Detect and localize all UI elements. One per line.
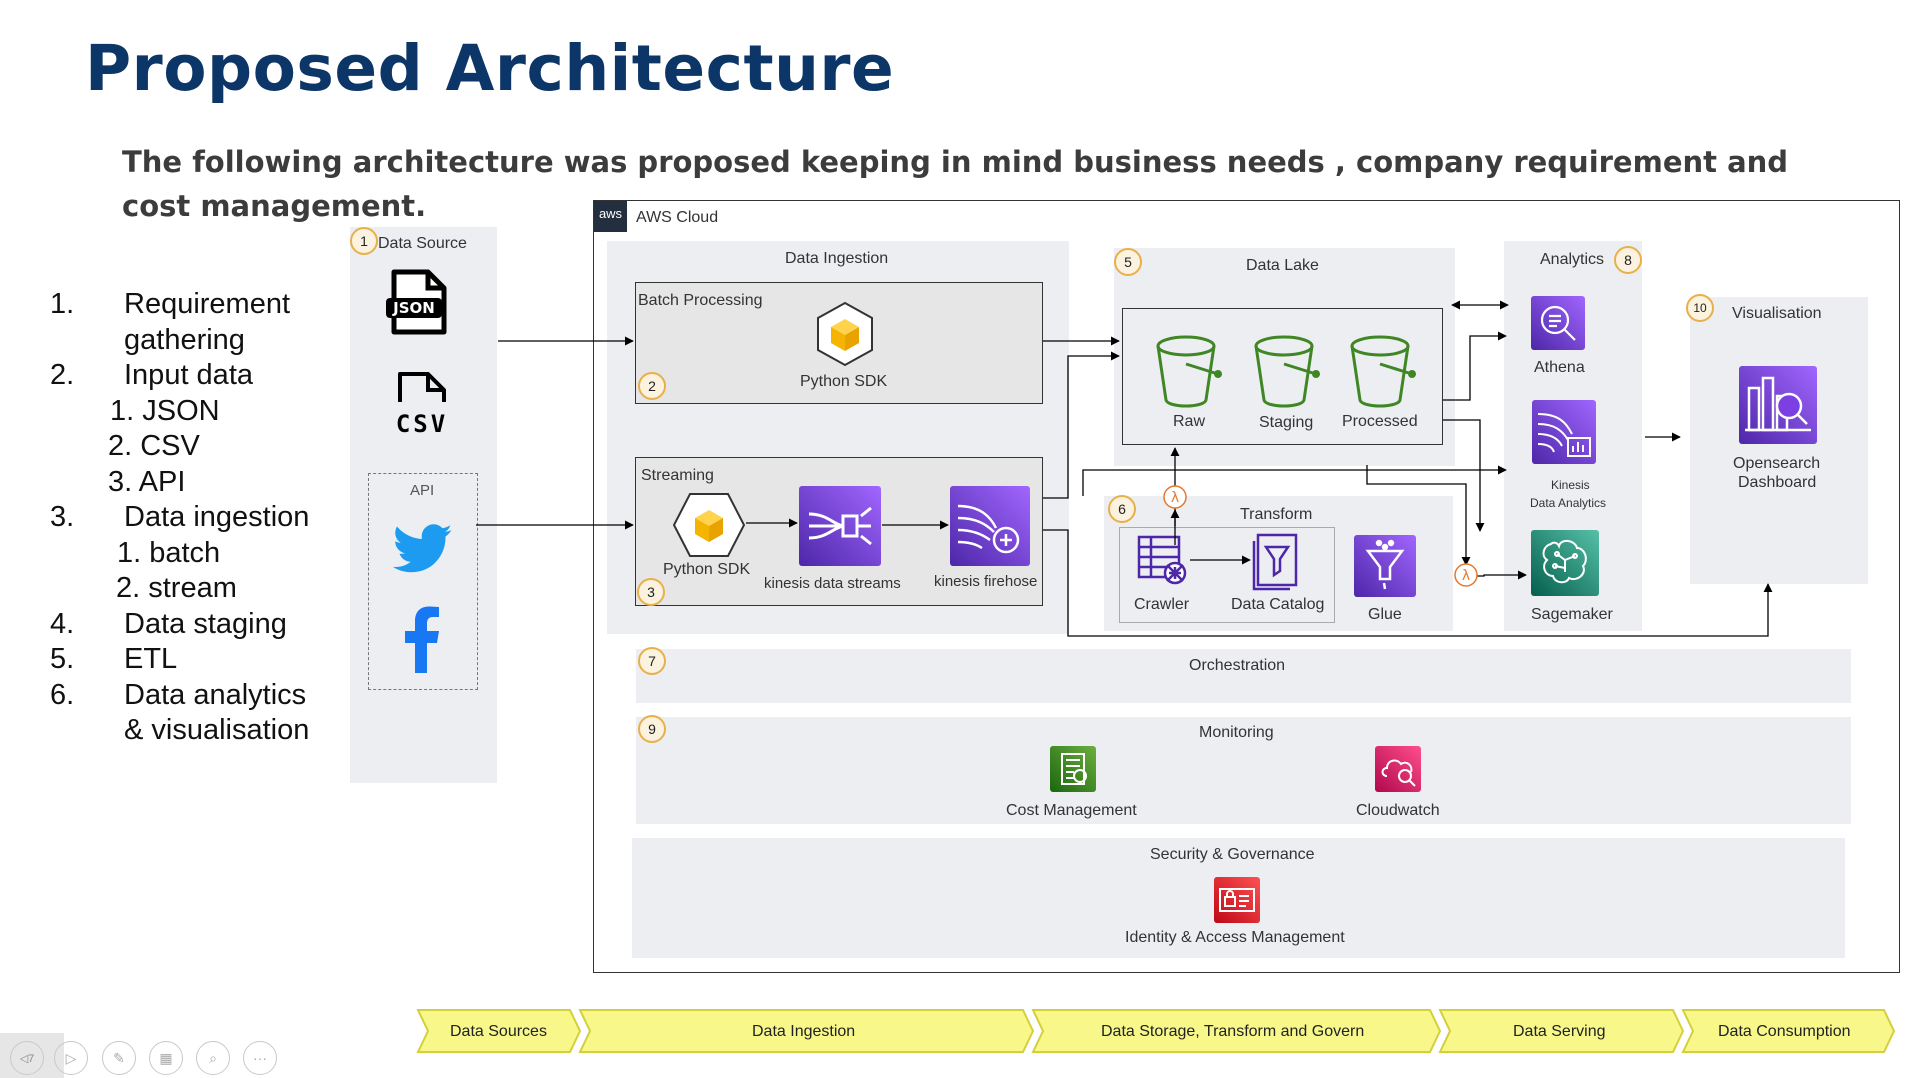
streaming-python-sdk-label: Python SDK xyxy=(663,561,751,578)
bucket-icon xyxy=(1252,334,1320,408)
step-badge: 9 xyxy=(638,715,666,743)
api-group xyxy=(368,473,478,690)
csv-file-icon: CSV xyxy=(392,370,454,438)
aws-cloud-frame xyxy=(593,200,1900,973)
iam-label: Identity & Access Management xyxy=(1125,929,1345,946)
pipeline-stage-label: Data Ingestion xyxy=(752,1023,856,1040)
transform-title: Transform xyxy=(1240,506,1313,523)
svg-text:λ: λ xyxy=(1171,490,1179,506)
step-badge: 6 xyxy=(1108,495,1136,523)
svg-text:JSON: JSON xyxy=(392,299,435,317)
athena-icon xyxy=(1531,296,1585,350)
python-sdk-icon xyxy=(672,492,746,558)
zoom-icon[interactable]: ⌕ xyxy=(196,1041,230,1075)
step-badge: 3 xyxy=(637,578,665,606)
kinesis-analytics-label-1: Kinesis xyxy=(1551,478,1590,492)
data-lake-title: Data Lake xyxy=(1246,257,1319,274)
pen-icon[interactable]: ✎ xyxy=(102,1041,136,1075)
svg-text:λ: λ xyxy=(1462,568,1470,584)
pipeline-stage-label: Data Serving xyxy=(1513,1023,1606,1040)
glue-label: Glue xyxy=(1368,606,1402,623)
kinesis-firehose-label: kinesis firehose xyxy=(934,573,1038,590)
kinesis-data-analytics-icon xyxy=(1532,400,1596,464)
kinesis-data-streams-label: kinesis data streams xyxy=(764,575,901,592)
security-title: Security & Governance xyxy=(1150,846,1315,863)
data-catalog-label: Data Catalog xyxy=(1231,596,1325,613)
iam-icon xyxy=(1214,877,1260,923)
api-label: API xyxy=(410,482,435,499)
slides-grid-icon[interactable]: ▦ xyxy=(149,1041,183,1075)
cost-management-icon xyxy=(1050,746,1096,792)
json-file-icon: JSON xyxy=(384,268,454,338)
step-badge: 8 xyxy=(1614,246,1642,274)
pipeline-stage-label: Data Storage, Transform and Govern xyxy=(1101,1023,1365,1040)
kinesis-data-streams-icon xyxy=(799,486,881,566)
step-badge: 1 xyxy=(350,227,378,255)
bucket-raw-label: Raw xyxy=(1173,413,1206,430)
bucket-processed-label: Processed xyxy=(1342,413,1418,430)
crawler-catalog-box xyxy=(1119,527,1335,623)
batch-processing-title: Batch Processing xyxy=(638,292,763,309)
pipeline-stage-label: Data Consumption xyxy=(1718,1023,1851,1040)
data-ingestion-title: Data Ingestion xyxy=(785,250,889,267)
bucket-icon xyxy=(1348,334,1416,408)
data-lake-panel xyxy=(1114,248,1455,466)
facebook-icon xyxy=(404,606,440,673)
step-badge: 7 xyxy=(638,647,666,675)
step-badge: 5 xyxy=(1114,248,1142,276)
monitoring-panel xyxy=(636,717,1851,824)
monitoring-title: Monitoring xyxy=(1199,724,1274,741)
batch-python-sdk-label: Python SDK xyxy=(800,373,888,390)
visualisation-title: Visualisation xyxy=(1732,305,1822,322)
step-badge: 10 xyxy=(1686,294,1714,322)
lambda-icon: λ xyxy=(1454,563,1478,587)
aws-cloud-label: AWS Cloud xyxy=(636,209,719,226)
page-title: Proposed Architecture xyxy=(85,32,895,105)
next-slide-button[interactable]: ▷ xyxy=(54,1041,88,1075)
dashboard-label-2: Dashboard xyxy=(1738,474,1817,491)
streaming-title: Streaming xyxy=(641,467,714,484)
orchestration-panel xyxy=(636,649,1851,703)
page-subtitle: The following architecture was proposed … xyxy=(122,145,1789,223)
python-sdk-icon xyxy=(815,301,875,367)
data-catalog-icon xyxy=(1252,533,1300,591)
previous-slide-button[interactable]: ◁7 xyxy=(10,1041,44,1075)
bucket-staging-label: Staging xyxy=(1259,414,1314,431)
cost-management-label: Cost Management xyxy=(1006,802,1137,819)
dashboard-label-1: Opensearch xyxy=(1733,455,1821,472)
kinesis-analytics-label-2: Data Analytics xyxy=(1530,496,1607,510)
crawler-icon xyxy=(1137,535,1191,589)
orchestration-title: Orchestration xyxy=(1189,657,1286,674)
data-lake-box xyxy=(1122,308,1443,445)
twitter-icon xyxy=(392,523,453,575)
pipeline-stage-label: Data Sources xyxy=(450,1023,547,1040)
more-options-icon[interactable]: ··· xyxy=(243,1041,277,1075)
cloudwatch-icon xyxy=(1375,746,1421,792)
sagemaker-icon xyxy=(1531,530,1599,596)
glue-icon xyxy=(1354,535,1416,597)
crawler-label: Crawler xyxy=(1134,596,1190,613)
data-source-title: Data Source xyxy=(378,235,467,252)
bucket-icon xyxy=(1154,334,1222,408)
opensearch-dashboard-icon xyxy=(1739,366,1817,444)
cloudwatch-label: Cloudwatch xyxy=(1356,802,1440,819)
analytics-title: Analytics xyxy=(1540,251,1605,268)
aws-logo-icon: aws xyxy=(594,201,627,232)
kinesis-firehose-icon xyxy=(950,486,1030,566)
sagemaker-label: Sagemaker xyxy=(1531,606,1613,623)
lambda-icon: λ xyxy=(1163,485,1187,509)
step-badge: 2 xyxy=(638,372,666,400)
svg-text:CSV: CSV xyxy=(396,410,448,438)
athena-label: Athena xyxy=(1534,359,1585,376)
